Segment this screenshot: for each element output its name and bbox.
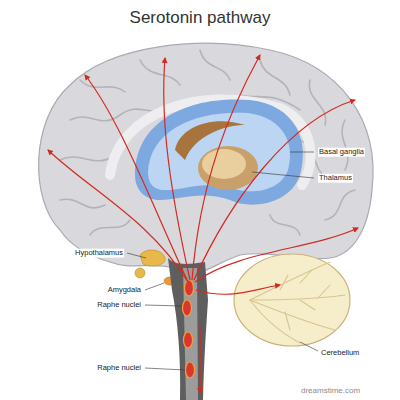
thalamus-shape [198,146,258,190]
raphe-nuclei-shape [183,280,195,378]
watermark: dreamstime.com [300,386,361,395]
gyri [80,80,125,92]
cerebellum-shape [250,300,300,343]
thalamus-shape [202,149,246,179]
cerebellum-shape [250,295,345,300]
serotonin-projection [195,228,358,282]
serotonin-projection [164,58,190,280]
serotonin-projection [196,285,280,294]
hypothalamus-shape [135,250,165,278]
cerebrum [39,43,373,272]
part-label: Raphe nuclei [96,364,142,373]
raphe-nuclei-shape [183,300,192,316]
leader-line [145,283,164,290]
leader-line [290,152,314,153]
hypothalamus-shape [140,250,165,266]
leader-line [145,305,182,306]
raphe-nuclei-shape [185,280,194,296]
brainstem [168,258,208,400]
gyri [60,199,105,208]
part-label: Hypothalamus [74,249,124,258]
leader-line [300,342,318,351]
gyri [200,50,230,80]
part-label: Thalamus [318,174,353,183]
leader-line [145,368,185,370]
title: Serotonin pathway [0,8,400,28]
leader-line [252,172,314,178]
cerebrum [39,43,373,272]
brainstem [168,258,208,400]
cerebellum-shape [250,262,345,343]
gyri [90,220,130,235]
gyri [342,120,348,170]
raphe-nuclei-shape [186,362,195,378]
gyri [260,60,290,95]
ventricle [148,113,290,192]
serotonin-projection [192,55,260,280]
part-label: Cerebellum [320,349,360,358]
part-label: Basal ganglia [318,148,365,157]
part-label: Raphe nuclei [96,301,142,310]
serotonin-projection [48,55,358,393]
gyri [325,190,355,220]
gyri [60,50,355,235]
thalamus-shape [198,146,258,190]
cerebellum-shape [280,270,330,330]
raphe-nuclei-shape [184,332,193,348]
leader-line [127,152,318,370]
gyri [140,60,180,85]
gyri [60,155,115,161]
hypothalamus-shape [135,268,145,278]
cerebellum-shape [234,254,350,346]
part-label: Amygdala [107,286,142,295]
brainstem [183,268,198,400]
leader-line [127,253,146,258]
serotonin-projection [194,100,355,280]
serotonin-projection [199,325,200,393]
cerebellum-shape [234,254,350,346]
gyri [270,215,300,235]
serotonin-projection [48,150,188,282]
cerebellum-shape [250,262,330,300]
